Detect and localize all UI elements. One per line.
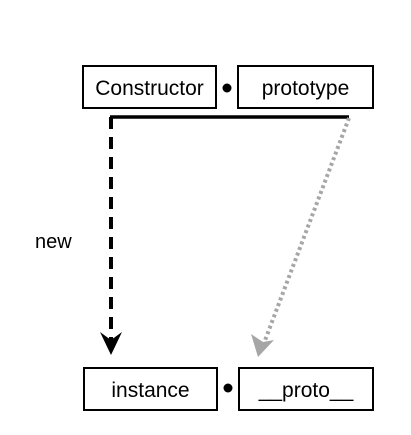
- prototype-node: prototype: [237, 65, 374, 109]
- constructor-box: [82, 65, 217, 109]
- instance-label: instance: [111, 379, 189, 402]
- proto-label: __proto__: [258, 379, 354, 402]
- new-edge: [100, 117, 122, 355]
- constructor-prototype-connector-dot: [222, 83, 232, 93]
- constructor-label: Constructor: [95, 77, 204, 100]
- proto-edge-line: [262, 117, 351, 344]
- proto-edge: [251, 117, 351, 357]
- prototype-label: prototype: [262, 77, 350, 100]
- constructor-node: Constructor: [82, 65, 217, 109]
- new-edge-arrowhead: [100, 332, 122, 355]
- instance-proto-connector-dot: [223, 383, 233, 393]
- prototype-box: [237, 65, 374, 109]
- proto-node: __proto__: [238, 367, 374, 411]
- instance-node: instance: [83, 367, 218, 411]
- proto-edge-arrowhead: [251, 334, 274, 357]
- instance-box: [83, 367, 218, 411]
- proto-box: [238, 367, 374, 411]
- new-edge-label: new: [35, 231, 72, 253]
